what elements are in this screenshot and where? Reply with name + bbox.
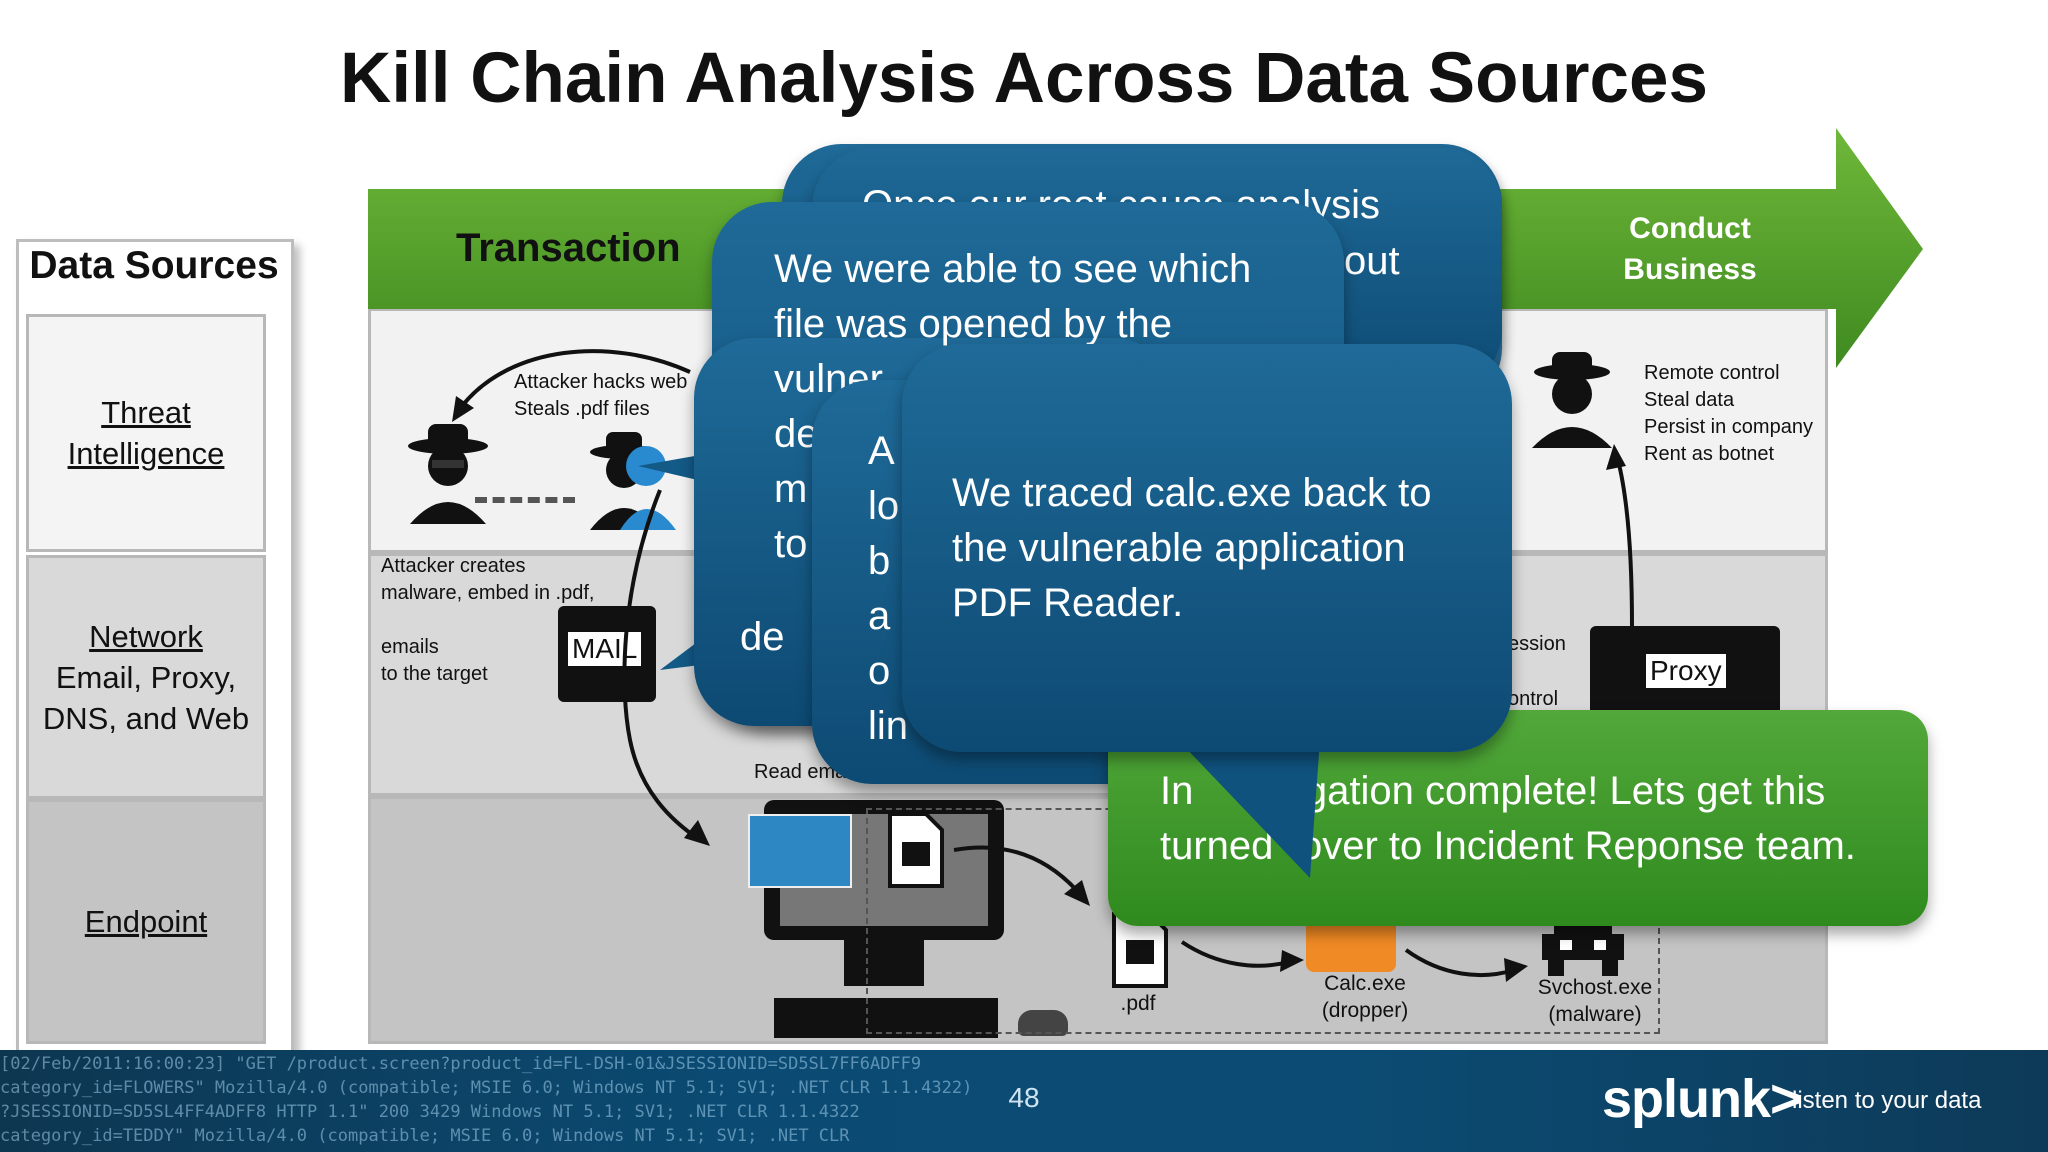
third-line6: lin — [868, 704, 909, 748]
malware-icon — [1542, 920, 1624, 976]
install-arrow — [1404, 948, 1528, 982]
svchost-malware: (malware) — [1548, 1003, 1642, 1026]
hacks-line: Attacker hacks web — [514, 371, 688, 393]
calc-label: Calc.exe (dropper) — [1290, 970, 1440, 1024]
outcome-botnet: Rent as botnet — [1644, 443, 1775, 465]
pdf-malware-icon — [1112, 912, 1168, 988]
control-text: ontrol — [1508, 688, 1559, 710]
session-text: ession — [1508, 633, 1566, 655]
conduct-word: Conduct — [1629, 212, 1751, 245]
third-line2: lo — [868, 484, 900, 528]
dashed-link — [475, 497, 575, 503]
endpoint-label: Endpoint — [84, 904, 208, 939]
attacker-right-icon — [1532, 352, 1612, 448]
network-box: Network Email, Proxy, DNS, and Web — [26, 555, 266, 799]
file-opened-line1: We were able to see which — [774, 247, 1252, 291]
drop-arrow — [1180, 940, 1304, 972]
calc-exe: Calc.exe — [1324, 972, 1406, 995]
green-line2a: turned — [1160, 824, 1274, 868]
read-email-text: Read ema — [754, 761, 847, 783]
outcome-remote: Remote control — [1644, 362, 1780, 384]
emails-target-text: emails to the target — [381, 634, 488, 688]
log-line-4: category_id=TEDDY" Mozilla/4.0 (compatib… — [0, 1126, 850, 1146]
creates-line: Attacker creates — [381, 555, 526, 577]
transaction-label: Transaction — [456, 226, 681, 270]
green-line2b: over to Incident Reponse team. — [1300, 824, 1856, 868]
calc-dropper: (dropper) — [1321, 999, 1409, 1022]
outcomes-list: Remote control Steal data Persist in com… — [1644, 360, 1813, 468]
attacker-creates-text: Attacker creates malware, embed in .pdf, — [381, 553, 594, 607]
slide-title: Kill Chain Analysis Across Data Sources — [340, 39, 1708, 118]
traced-line3: PDF Reader. — [952, 581, 1184, 625]
root-cause-line2: out — [1344, 239, 1400, 283]
splunk-logo: splunk> — [1602, 1069, 1802, 1129]
keyboard-icon — [774, 998, 998, 1038]
green-line1b: igation complete! Lets get this — [1296, 769, 1826, 813]
footer-bar: [02/Feb/2011:16:00:23] "GET /product.scr… — [0, 1050, 2048, 1152]
svchost-exe: Svchost.exe — [1537, 976, 1653, 999]
file-opened-line2: file was opened by the — [774, 302, 1173, 346]
attacker-hacks-text: Attacker hacks web Steals .pdf files — [514, 369, 687, 423]
network-sub1: Email, Proxy, — [55, 659, 237, 695]
pdf-file-icon — [888, 812, 944, 888]
traced-line2: the vulnerable application — [952, 526, 1406, 570]
network-label: Network — [89, 618, 203, 654]
file-opened-line7: de — [740, 615, 785, 659]
threat-label: Threat — [101, 395, 191, 430]
outcome-steal: Steal data — [1644, 389, 1735, 411]
third-line1: A — [868, 429, 895, 473]
attacker-icon — [408, 424, 488, 524]
page-number: 48 — [1008, 1082, 1040, 1113]
steals-line: Steals .pdf files — [514, 398, 650, 420]
pdf-label: .pdf — [1120, 992, 1156, 1015]
target-line: to the target — [381, 663, 488, 685]
log-line-1: [02/Feb/2011:16:00:23] "GET /product.scr… — [0, 1054, 922, 1074]
data-sources-heading: Data Sources — [29, 244, 279, 287]
file-opened-line6: to — [774, 522, 808, 566]
network-sub2: DNS, and Web — [42, 700, 250, 736]
business-word: Business — [1623, 253, 1757, 286]
traced-line1: We traced calc.exe back to — [952, 471, 1432, 515]
log-line-2: category_id=FLOWERS" Mozilla/4.0 (compat… — [0, 1078, 973, 1098]
third-line5: o — [868, 649, 891, 693]
third-line3: b — [868, 539, 891, 583]
file-opened-line5: m — [774, 467, 808, 511]
proxy-up-arrow — [1606, 444, 1634, 627]
threat-intelligence-box: Threat Intelligence — [26, 314, 266, 552]
conduct-business-label: Conduct Business — [1600, 208, 1780, 290]
email-envelope-icon — [748, 814, 852, 888]
embed-line: malware, embed in .pdf, — [381, 582, 595, 604]
callout-calc-traced — [902, 344, 1512, 752]
delivery-arrow — [622, 489, 710, 846]
outcome-persist: Persist in company — [1644, 416, 1813, 438]
intelligence-label: Intelligence — [67, 436, 225, 471]
proxy-tag: Proxy — [1646, 654, 1726, 688]
splunk-tagline: listen to your data — [1792, 1087, 1982, 1114]
green-line1a: In — [1160, 769, 1194, 813]
hack-arrow — [452, 349, 691, 422]
svchost-label: Svchost.exe (malware) — [1530, 974, 1660, 1028]
proxy-server-icon: Proxy — [1590, 626, 1780, 716]
open-arrow — [953, 845, 1090, 906]
endpoint-box: Endpoint — [26, 799, 266, 1044]
log-line-3: ?JSESSIONID=SD5SL4FF4ADFF8 HTTP 1.1" 200… — [0, 1102, 860, 1122]
file-opened-line4: de — [774, 412, 819, 456]
emails-line: emails — [381, 636, 439, 658]
monitor-stand — [844, 940, 924, 986]
third-line4: a — [868, 594, 891, 638]
mouse-icon — [1018, 1010, 1068, 1036]
